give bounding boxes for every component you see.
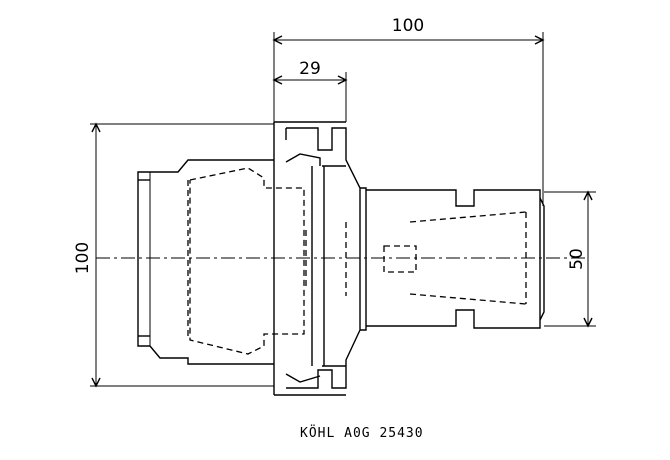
dimension-shank-diameter: 50 (544, 190, 596, 328)
dim-label-flange-offset: 29 (299, 59, 321, 79)
cross-hole-feature (383, 245, 417, 273)
shank (360, 187, 545, 331)
dimension-body-diameter: 100 (73, 122, 274, 388)
dim-label-shank-diameter: 50 (567, 248, 587, 270)
drawing-caption: KÖHL A0G 25430 (300, 424, 424, 441)
dim-label-overall-length: 100 (392, 16, 424, 36)
flange (274, 121, 361, 396)
dimension-flange-offset: 29 (272, 59, 348, 122)
left-housing (137, 122, 305, 395)
dimension-overall-length: 100 (272, 16, 545, 206)
dim-label-body-diameter: 100 (73, 242, 93, 274)
